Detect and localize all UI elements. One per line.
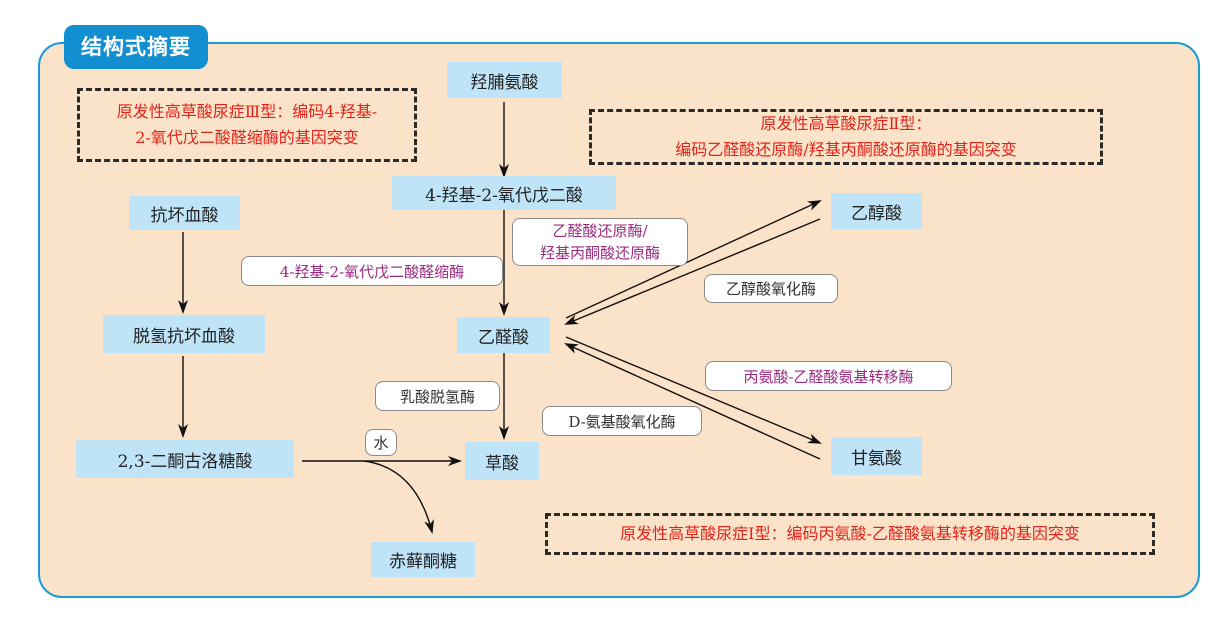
- node-ascorbic: 抗坏血酸: [129, 196, 240, 230]
- enzyme-grhpr-line1: 乙醛酸还原酶/: [552, 222, 648, 240]
- node-glycolate: 乙醇酸: [831, 193, 922, 229]
- arrow-glyoxylate-to-glycolate: [565, 200, 822, 319]
- enzyme-dao: D-氨基酸氧化酶: [542, 406, 702, 436]
- note-type2-line2: 编码乙醛酸还原酶/羟基丙酮酸还原酶的基因突变: [675, 140, 1017, 159]
- arrow-glycine-to-glyoxylate: [564, 343, 821, 460]
- enzyme-ldh: 乳酸脱氢酶: [375, 381, 500, 411]
- note-type3-line2: 2-氧代戊二酸醛缩酶的基因突变: [135, 128, 359, 147]
- enzyme-hoga: 4-羟基-2-氧代戊二酸醛缩酶: [241, 256, 503, 286]
- node-glyoxylate: 乙醛酸: [457, 317, 550, 353]
- label-water: 水: [365, 429, 397, 456]
- note-type1: 原发性高草酸尿症Ⅰ型：编码丙氨酸-乙醛酸氨基转移酶的基因突变: [545, 513, 1155, 555]
- note-type3: 原发性高草酸尿症Ⅲ型：编码4-羟基- 2-氧代戊二酸醛缩酶的基因突变: [77, 88, 417, 162]
- node-hydroxyproline: 羟脯氨酸: [447, 62, 562, 98]
- enzyme-grhpr: 乙醛酸还原酶/ 羟基丙酮酸还原酶: [512, 218, 688, 266]
- arrow-glycolate-to-glyoxylate: [564, 218, 821, 325]
- enzyme-glycolate-oxidase: 乙醇酸氧化酶: [704, 274, 838, 303]
- note-type1-text: 原发性高草酸尿症Ⅰ型：编码丙氨酸-乙醛酸氨基转移酶的基因突变: [620, 524, 1080, 543]
- arrow-diketo-to-erythrulose: [363, 460, 434, 534]
- node-hog: 4-羟基-2-氧代戊二酸: [392, 176, 616, 210]
- node-oxalate: 草酸: [465, 442, 539, 480]
- note-type2: 原发性高草酸尿症Ⅱ型： 编码乙醛酸还原酶/羟基丙酮酸还原酶的基因突变: [589, 109, 1103, 165]
- note-type3-line1: 原发性高草酸尿症Ⅲ型：编码4-羟基-: [116, 102, 378, 121]
- enzyme-agt: 丙氨酸-乙醛酸氨基转移酶: [705, 361, 952, 391]
- node-diketogulonic: 2,3-二酮古洛糖酸: [76, 440, 294, 478]
- node-glycine: 甘氨酸: [831, 437, 922, 475]
- node-dehydroascorbic: 脱氢抗坏血酸: [103, 315, 265, 353]
- enzyme-grhpr-line2: 羟基丙酮酸还原酶: [539, 244, 660, 262]
- arrow-glyoxylate-to-glycine: [565, 336, 822, 444]
- panel-title: 结构式摘要: [64, 25, 208, 69]
- note-type2-line1: 原发性高草酸尿症Ⅱ型：: [760, 114, 932, 133]
- node-erythrulose: 赤藓酮糖: [371, 542, 475, 577]
